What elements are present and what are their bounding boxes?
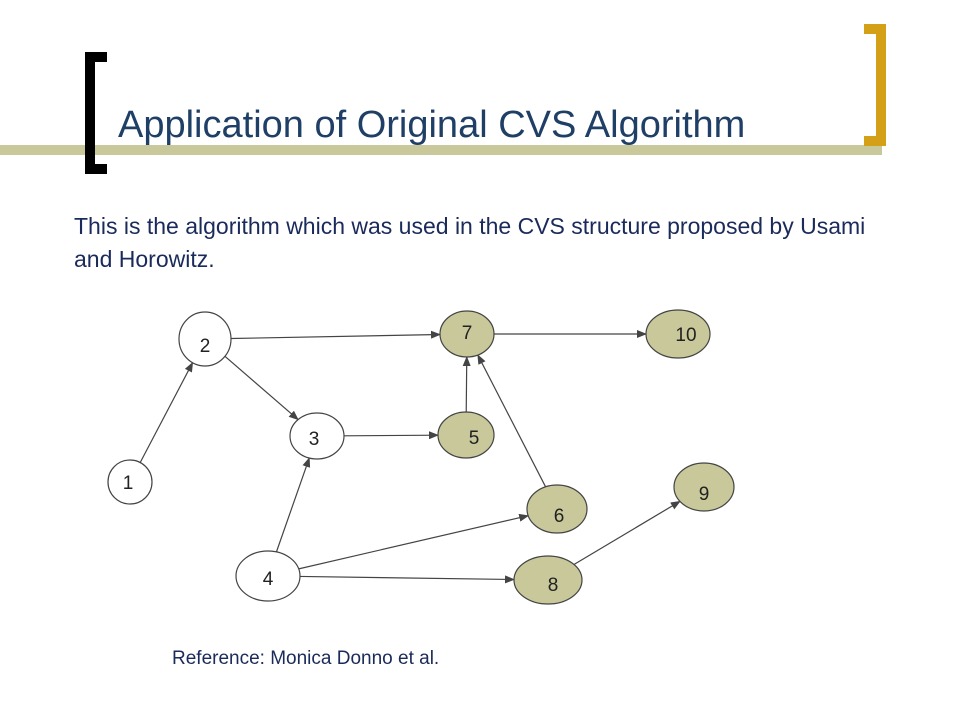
right-bracket-top xyxy=(864,24,886,34)
node-label-4: 4 xyxy=(263,569,274,590)
node-circle-5 xyxy=(437,411,495,459)
node-circle-4 xyxy=(235,550,301,602)
left-bracket-top xyxy=(85,52,107,62)
node-circle-9 xyxy=(673,462,735,512)
node-label-6: 6 xyxy=(554,506,565,527)
node-circle-10 xyxy=(645,309,711,359)
node-label-1: 1 xyxy=(123,473,134,494)
node-8: 8 xyxy=(513,555,583,605)
edge-5-to-7 xyxy=(462,355,471,413)
node-2: 2 xyxy=(178,311,232,367)
node-1: 1 xyxy=(107,459,153,505)
node-circle-7 xyxy=(439,310,495,358)
node-10: 10 xyxy=(645,309,711,359)
node-label-2: 2 xyxy=(200,336,211,357)
edge-6-to-7 xyxy=(477,354,547,488)
node-circle-1 xyxy=(107,459,153,505)
node-circle-3 xyxy=(289,412,345,460)
right-bracket-bottom xyxy=(864,136,886,146)
edge-3-to-5 xyxy=(343,431,440,440)
left-bracket-decoration xyxy=(85,52,95,174)
node-4: 4 xyxy=(235,550,301,602)
node-label-8: 8 xyxy=(548,575,559,596)
node-circle-6 xyxy=(526,484,588,534)
left-bracket-bottom xyxy=(85,164,107,174)
node-9: 9 xyxy=(673,462,735,512)
node-label-5: 5 xyxy=(469,428,480,449)
node-label-3: 3 xyxy=(309,429,320,450)
edge-2-to-7 xyxy=(230,330,442,340)
reference-note: Reference: Monica Donno et al. xyxy=(172,648,440,669)
edge-4-to-8 xyxy=(299,575,516,584)
node-circle-2 xyxy=(178,311,232,367)
node-label-9: 9 xyxy=(699,484,710,505)
node-7: 7 xyxy=(439,310,495,358)
node-label-7: 7 xyxy=(462,323,473,344)
slide-title: Application of Original CVS Algorithm xyxy=(118,104,746,146)
node-label-10: 10 xyxy=(675,325,696,346)
edge-1-to-2 xyxy=(139,361,194,463)
node-5: 5 xyxy=(437,411,495,459)
slide-subtitle: This is the algorithm which was used in … xyxy=(74,213,866,272)
title-underline-bar xyxy=(0,145,882,155)
node-circle-8 xyxy=(513,555,583,605)
edge-2-to-3 xyxy=(224,355,299,421)
edge-4-to-3 xyxy=(275,457,311,553)
node-6: 6 xyxy=(526,484,588,534)
right-bracket-decoration xyxy=(876,24,886,146)
edge-8-to-9 xyxy=(573,500,681,566)
edge-4-to-6 xyxy=(298,513,530,570)
node-3: 3 xyxy=(289,412,345,460)
